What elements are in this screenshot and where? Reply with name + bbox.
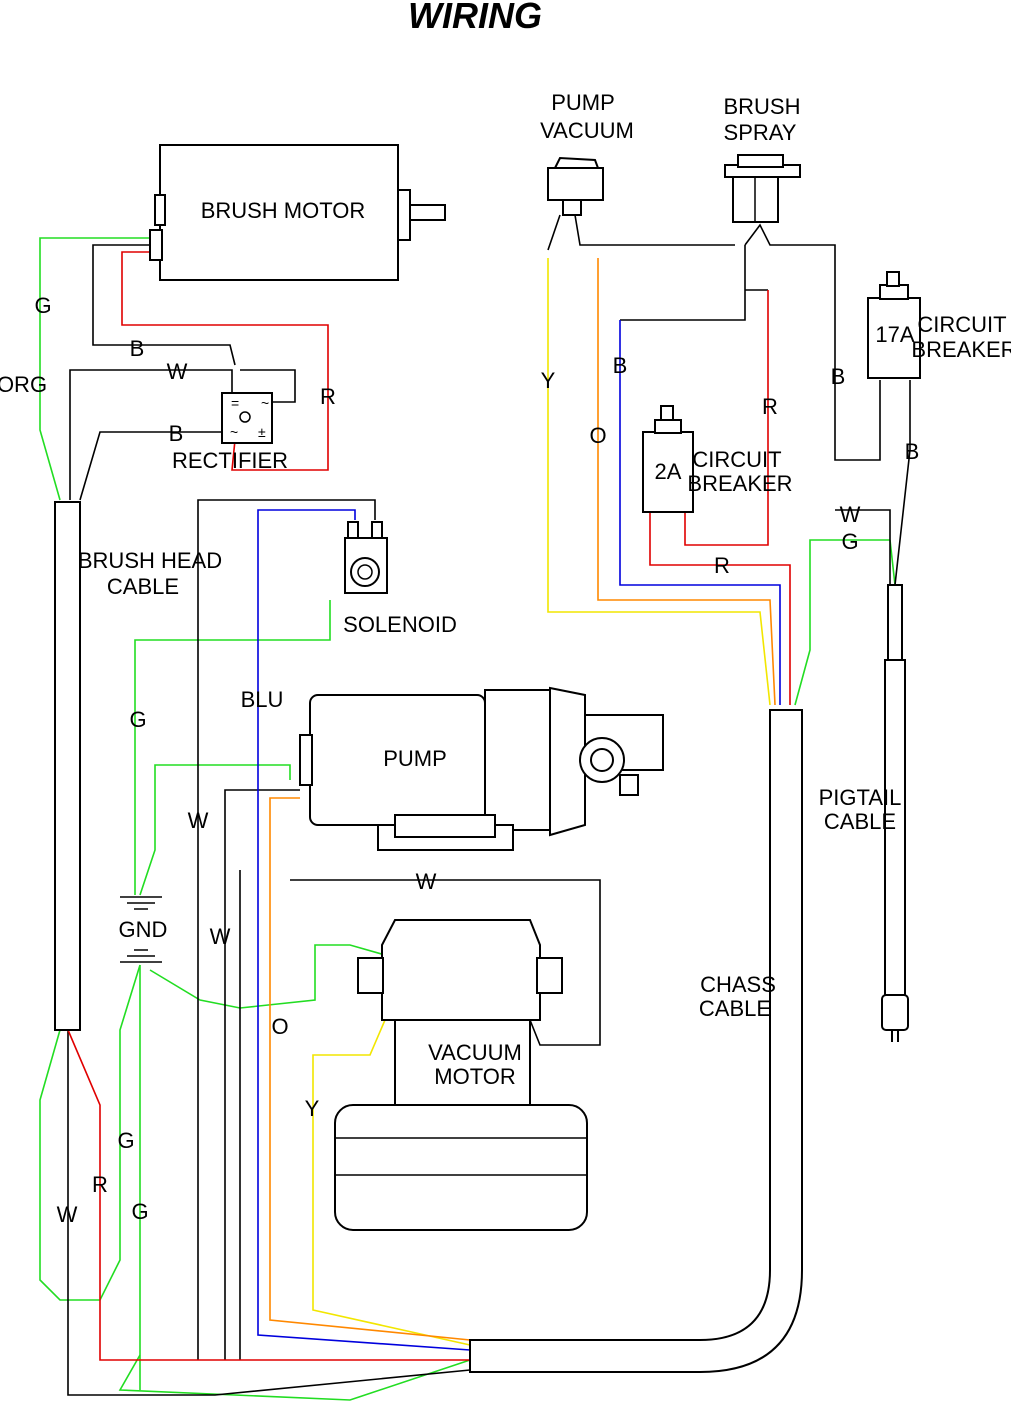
breaker-2a-rating: 2A <box>655 459 682 484</box>
solenoid <box>344 521 388 594</box>
pump-vacuum-switch <box>547 156 604 216</box>
vacuum-motor <box>334 919 588 1231</box>
pigtail-cable <box>881 584 909 1042</box>
brush-motor <box>149 144 446 281</box>
brush-head-cable <box>54 501 81 1031</box>
wire-label-w: W <box>188 808 209 833</box>
circuit-breaker-17a <box>867 271 921 379</box>
svg-text:~: ~ <box>230 424 238 440</box>
svg-text:=: = <box>231 395 239 411</box>
wire-labels: G ORG B W R B G BLU W W W O Y G R G W Y … <box>0 293 919 1227</box>
wire-label-b: B <box>130 336 145 361</box>
svg-text:±: ± <box>258 424 266 440</box>
wire-label-r: R <box>762 394 778 419</box>
wire-label-w: W <box>840 502 861 527</box>
brush-spray-switch-label-2: SPRAY <box>724 120 797 145</box>
chass-cable <box>469 709 803 1373</box>
wire-label-y: Y <box>541 368 556 393</box>
wire-label-blu: BLU <box>241 687 284 712</box>
wire-label-r: R <box>714 553 730 578</box>
wire-label-g: G <box>129 707 146 732</box>
wire-label-w: W <box>210 924 231 949</box>
wire-label-w: W <box>416 869 437 894</box>
vacuum-motor-label-1: VACUUM <box>428 1040 522 1065</box>
brush-spray-switch-label-1: BRUSH <box>723 94 800 119</box>
solenoid-label: SOLENOID <box>343 612 457 637</box>
wire-label-o: O <box>589 423 606 448</box>
brush-motor-label: BRUSH MOTOR <box>201 198 366 223</box>
wire-label-r: R <box>320 384 336 409</box>
wire-label-w: W <box>57 1202 78 1227</box>
circuit-breaker-2a <box>642 405 694 513</box>
wires <box>39 214 911 1401</box>
breaker-2a-label-1: CIRCUIT <box>692 447 781 472</box>
pigtail-cable-label-2: CABLE <box>824 809 896 834</box>
breaker-17a-label-2: BREAKER <box>911 337 1011 362</box>
ground-label: GND <box>119 917 168 942</box>
ground-symbol <box>120 896 162 963</box>
chass-cable-label-2: CABLE <box>699 996 771 1021</box>
svg-text:~: ~ <box>261 395 269 411</box>
wire-label-org: ORG <box>0 372 47 397</box>
rectifier-label: RECTIFIER <box>172 448 288 473</box>
pump <box>299 686 664 851</box>
brush-spray-switch <box>724 154 801 223</box>
wire-label-w: W <box>167 359 188 384</box>
vacuum-motor-label-2: MOTOR <box>434 1064 515 1089</box>
brush-head-cable-label-2: CABLE <box>107 574 179 599</box>
chass-cable-label-1: CHASS <box>700 972 776 997</box>
pump-label: PUMP <box>383 746 447 771</box>
page-title: WIRING <box>408 0 542 36</box>
pigtail-cable-label-1: PIGTAIL <box>819 785 902 810</box>
wire-label-o: O <box>271 1014 288 1039</box>
brush-head-cable-label-1: BRUSH HEAD <box>78 548 222 573</box>
breaker-17a-label-1: CIRCUIT <box>917 312 1006 337</box>
rectifier: = ~ ~ ± <box>221 392 273 444</box>
pump-vacuum-switch-label-2: VACUUM <box>540 118 634 143</box>
wire-label-b: B <box>169 421 184 446</box>
wire-label-y: Y <box>305 1096 320 1121</box>
wire-label-r: R <box>92 1172 108 1197</box>
wire-label-b: B <box>905 439 920 464</box>
wire-label-b: B <box>613 353 628 378</box>
wire-label-g: G <box>117 1128 134 1153</box>
wire-label-g: G <box>841 529 858 554</box>
breaker-2a-label-2: BREAKER <box>687 471 792 496</box>
wire-label-b: B <box>831 364 846 389</box>
wire-label-g: G <box>131 1199 148 1224</box>
wire-label-g: G <box>34 293 51 318</box>
breaker-17a-rating: 17A <box>875 322 914 347</box>
pump-vacuum-switch-label-1: PUMP <box>551 90 615 115</box>
